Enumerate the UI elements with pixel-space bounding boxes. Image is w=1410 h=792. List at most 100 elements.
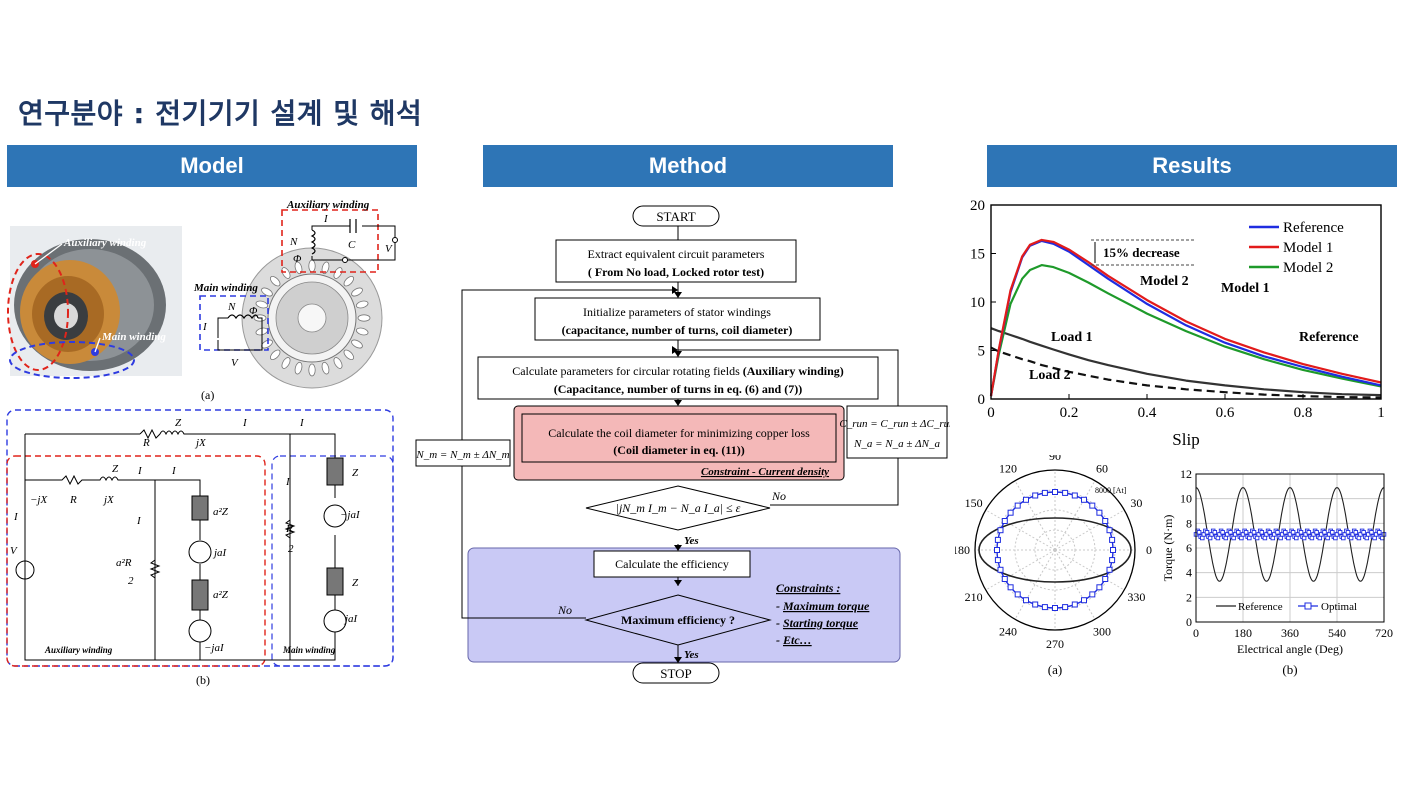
- polar-marker: [1089, 502, 1096, 509]
- chart3-xtick: 180: [1234, 626, 1252, 640]
- sym-Phi-a: Φ: [293, 253, 302, 265]
- polar-marker: [1052, 605, 1058, 611]
- optimal-marker: [1286, 535, 1291, 541]
- annot-load2: Load 2: [1029, 368, 1071, 383]
- fig-results-a: (a): [1048, 662, 1062, 677]
- optimal-marker: [1345, 530, 1351, 535]
- step-coil-line1: Calculate the coil diameter for minimizi…: [548, 426, 810, 440]
- start-label: START: [656, 209, 695, 224]
- constraint-3: - Etc…: [776, 633, 812, 647]
- polar-marker: [1106, 566, 1113, 573]
- optimal-marker: [1204, 530, 1210, 535]
- optimal-marker: [1196, 530, 1202, 535]
- yes-label-2: Yes: [684, 649, 699, 661]
- polar-marker: [1001, 576, 1008, 582]
- polar-marker: [1062, 604, 1069, 611]
- sym-Rm: R: [142, 437, 150, 449]
- optimal-marker: [1254, 535, 1260, 541]
- optimal-marker: [1220, 530, 1225, 535]
- step-extract-line1: Extract equivalent circuit parameters: [588, 247, 765, 261]
- optimal-marker: [1231, 535, 1236, 541]
- chart1-xtick: 0.2: [1060, 405, 1079, 421]
- polar-marker: [997, 566, 1004, 573]
- chart1-xtick: 0.6: [1216, 405, 1235, 421]
- sym-a2Zb: a²Z: [213, 589, 229, 601]
- polar-marker: [1106, 527, 1113, 534]
- polar-marker: [1102, 576, 1109, 582]
- optimal-marker: [1239, 535, 1244, 541]
- constraint-1: - Maximum torque: [776, 599, 870, 613]
- model-header: Model: [7, 145, 417, 187]
- annot-decrease: 15% decrease: [1103, 245, 1180, 260]
- eq-na: N_a = N_a ± ΔN_a: [853, 438, 940, 450]
- main-winding-title: Main winding: [193, 282, 258, 294]
- optimal-marker: [1290, 530, 1296, 535]
- optimal-marker: [1317, 535, 1323, 541]
- polar-marker: [1041, 489, 1048, 496]
- polar-angle-label: 300: [1093, 624, 1111, 638]
- sym-jaI2mZf: jaI: [212, 547, 228, 559]
- optimal-marker: [1348, 535, 1354, 541]
- chart3-ytick: 12: [1180, 467, 1192, 481]
- polar-angle-label: 180: [955, 543, 970, 557]
- legend-label: Reference: [1283, 220, 1344, 236]
- optimal-marker: [1314, 530, 1319, 535]
- optimal-marker: [1322, 530, 1327, 535]
- sym-Zs: Z: [175, 417, 182, 429]
- sym-Rc: R: [285, 523, 293, 535]
- polar-angle-label: 60: [1096, 462, 1108, 476]
- polar-marker: [1062, 489, 1069, 496]
- polar-angle-label: 270: [1046, 637, 1064, 651]
- polar-marker: [1109, 536, 1116, 543]
- optimal-marker: [1262, 535, 1268, 541]
- polar-marker: [1001, 518, 1008, 524]
- decision-max-efficiency-label: Maximum efficiency ?: [621, 613, 735, 627]
- sym-Vs-circ: V: [10, 545, 18, 557]
- annot-model1: Model 1: [1221, 281, 1270, 296]
- optimal-marker: [1337, 530, 1343, 535]
- step-initialize-line1: Initialize parameters of stator windings: [583, 305, 771, 319]
- sym-jXsl: jX: [102, 494, 115, 506]
- sym-Ia: I: [323, 213, 329, 225]
- polar-marker: [1032, 492, 1039, 499]
- annot-model2: Model 2: [1140, 274, 1189, 289]
- sym-Rs: R: [69, 494, 77, 506]
- chart1-xlabel: Slip: [1172, 430, 1199, 449]
- step-circular-line1a: Calculate parameters for circular rotati…: [512, 364, 743, 378]
- start-terminal: [632, 205, 720, 227]
- sym-Ic-m: I: [285, 476, 291, 488]
- optimal-marker: [1298, 530, 1304, 535]
- sym-I1: I: [242, 417, 248, 429]
- circuit-aux-label: Auxiliary winding: [44, 645, 113, 655]
- sym-I1a: I: [137, 465, 143, 477]
- constraints-title: Constraints :: [776, 581, 840, 595]
- polar-marker: [997, 527, 1004, 534]
- step-extract: [555, 239, 797, 283]
- sym-Phi-m: Φ: [249, 305, 258, 317]
- sym-Im: I: [202, 321, 208, 333]
- chart3-ytick: 8: [1186, 516, 1192, 530]
- sym-Za: Z: [112, 463, 119, 475]
- chart3-xtick: 720: [1375, 626, 1393, 640]
- optimal-marker: [1356, 535, 1362, 541]
- chart3-ytick: 10: [1180, 492, 1192, 506]
- optimal-marker: [1330, 530, 1335, 535]
- chart3-ytick: 6: [1186, 541, 1192, 555]
- polar-max-label: 8000 [At]: [1095, 486, 1127, 495]
- step-coil-constraint: Constraint - Current density: [701, 466, 829, 478]
- legend-label: Model 1: [1283, 240, 1333, 256]
- optimal-marker: [1278, 535, 1283, 541]
- no-label-1: No: [771, 489, 786, 503]
- optimal-marker: [1306, 530, 1312, 535]
- results-header: Results: [987, 145, 1397, 187]
- chart1-ytick: 20: [970, 198, 985, 214]
- optimal-marker: [1372, 535, 1377, 541]
- polar-angle-label: 30: [1130, 496, 1142, 510]
- sym-jXc: −jX: [30, 494, 48, 506]
- optimal-marker: [1341, 535, 1346, 541]
- optimal-marker: [1333, 535, 1338, 541]
- sym-a2R: a²R: [116, 557, 132, 569]
- chart1-xtick: 1: [1377, 405, 1385, 421]
